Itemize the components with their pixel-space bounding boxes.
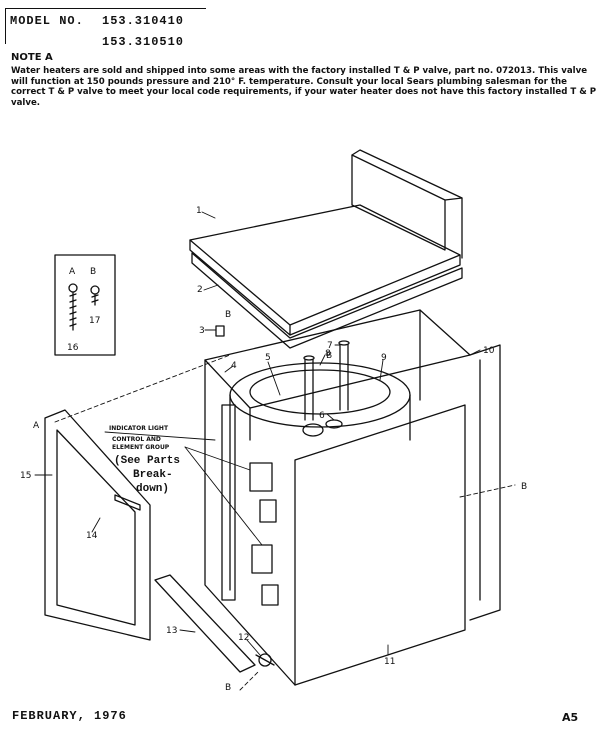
screw-b-icon	[90, 285, 100, 306]
part-number-15: 15	[20, 471, 31, 481]
see-parts-line-3: down)	[136, 483, 169, 495]
part-number-16: 16	[67, 343, 79, 353]
ref-letter-b-right: B	[521, 482, 527, 492]
ref-letter-b-top: B	[225, 310, 231, 320]
inset-letter-b: B	[90, 267, 96, 277]
part-number-5: 5	[265, 353, 271, 363]
note-body: Water heaters are sold and shipped into …	[11, 66, 596, 108]
indicator-label-line-3: ELEMENT GROUP	[112, 444, 170, 451]
ref-letter-a-left: A	[33, 421, 40, 431]
footer-date: FEBRUARY, 1976	[12, 709, 127, 723]
bracket-12	[255, 653, 275, 667]
indicator-label-line-1: INDICATOR LIGHT	[109, 425, 169, 432]
screw-a-icon	[68, 283, 78, 331]
cabinet-body	[204, 309, 501, 686]
indicator-label-line-2: CONTROL AND	[112, 436, 161, 443]
screw-inset	[54, 254, 116, 356]
part-number-10: 10	[483, 346, 495, 356]
part-number-2: 2	[197, 285, 203, 295]
control-group	[221, 404, 279, 606]
top-cover	[189, 149, 463, 336]
part-number-11: 11	[384, 657, 395, 667]
model-number-2: 153.310510	[102, 35, 185, 49]
see-parts-line-1: (See Parts	[114, 455, 180, 467]
part-number-8: 8	[325, 349, 331, 359]
see-parts-line-2: Break-	[133, 469, 173, 481]
note-heading: NOTE A	[11, 52, 53, 63]
tank	[229, 340, 411, 591]
part-number-13: 13	[166, 626, 177, 636]
model-number-1: 153.310410	[102, 14, 185, 28]
part-number-14: 14	[86, 531, 98, 541]
part-number-6: 6	[319, 411, 325, 421]
inset-letter-a: A	[69, 267, 76, 277]
clip-3-icon	[215, 325, 225, 337]
part-number-9: 9	[381, 353, 387, 363]
ref-letter-b-bottom: B	[225, 683, 231, 693]
bottom-trim-strip	[154, 574, 256, 673]
part-number-12: 12	[238, 633, 249, 643]
ref-letter-b-near-8: B	[326, 351, 332, 361]
front-access-panel	[44, 409, 151, 641]
page-number: A5	[562, 711, 579, 724]
part-number-7: 7	[327, 341, 333, 351]
leader-lines	[34, 211, 516, 691]
model-label: MODEL NO.	[10, 14, 84, 28]
part-number-3: 3	[199, 326, 205, 336]
part-number-17: 17	[89, 316, 100, 326]
insulation-pad	[191, 252, 463, 349]
part-number-1: 1	[196, 206, 202, 216]
model-bracket	[5, 8, 206, 44]
part-number-4: 4	[231, 361, 237, 371]
